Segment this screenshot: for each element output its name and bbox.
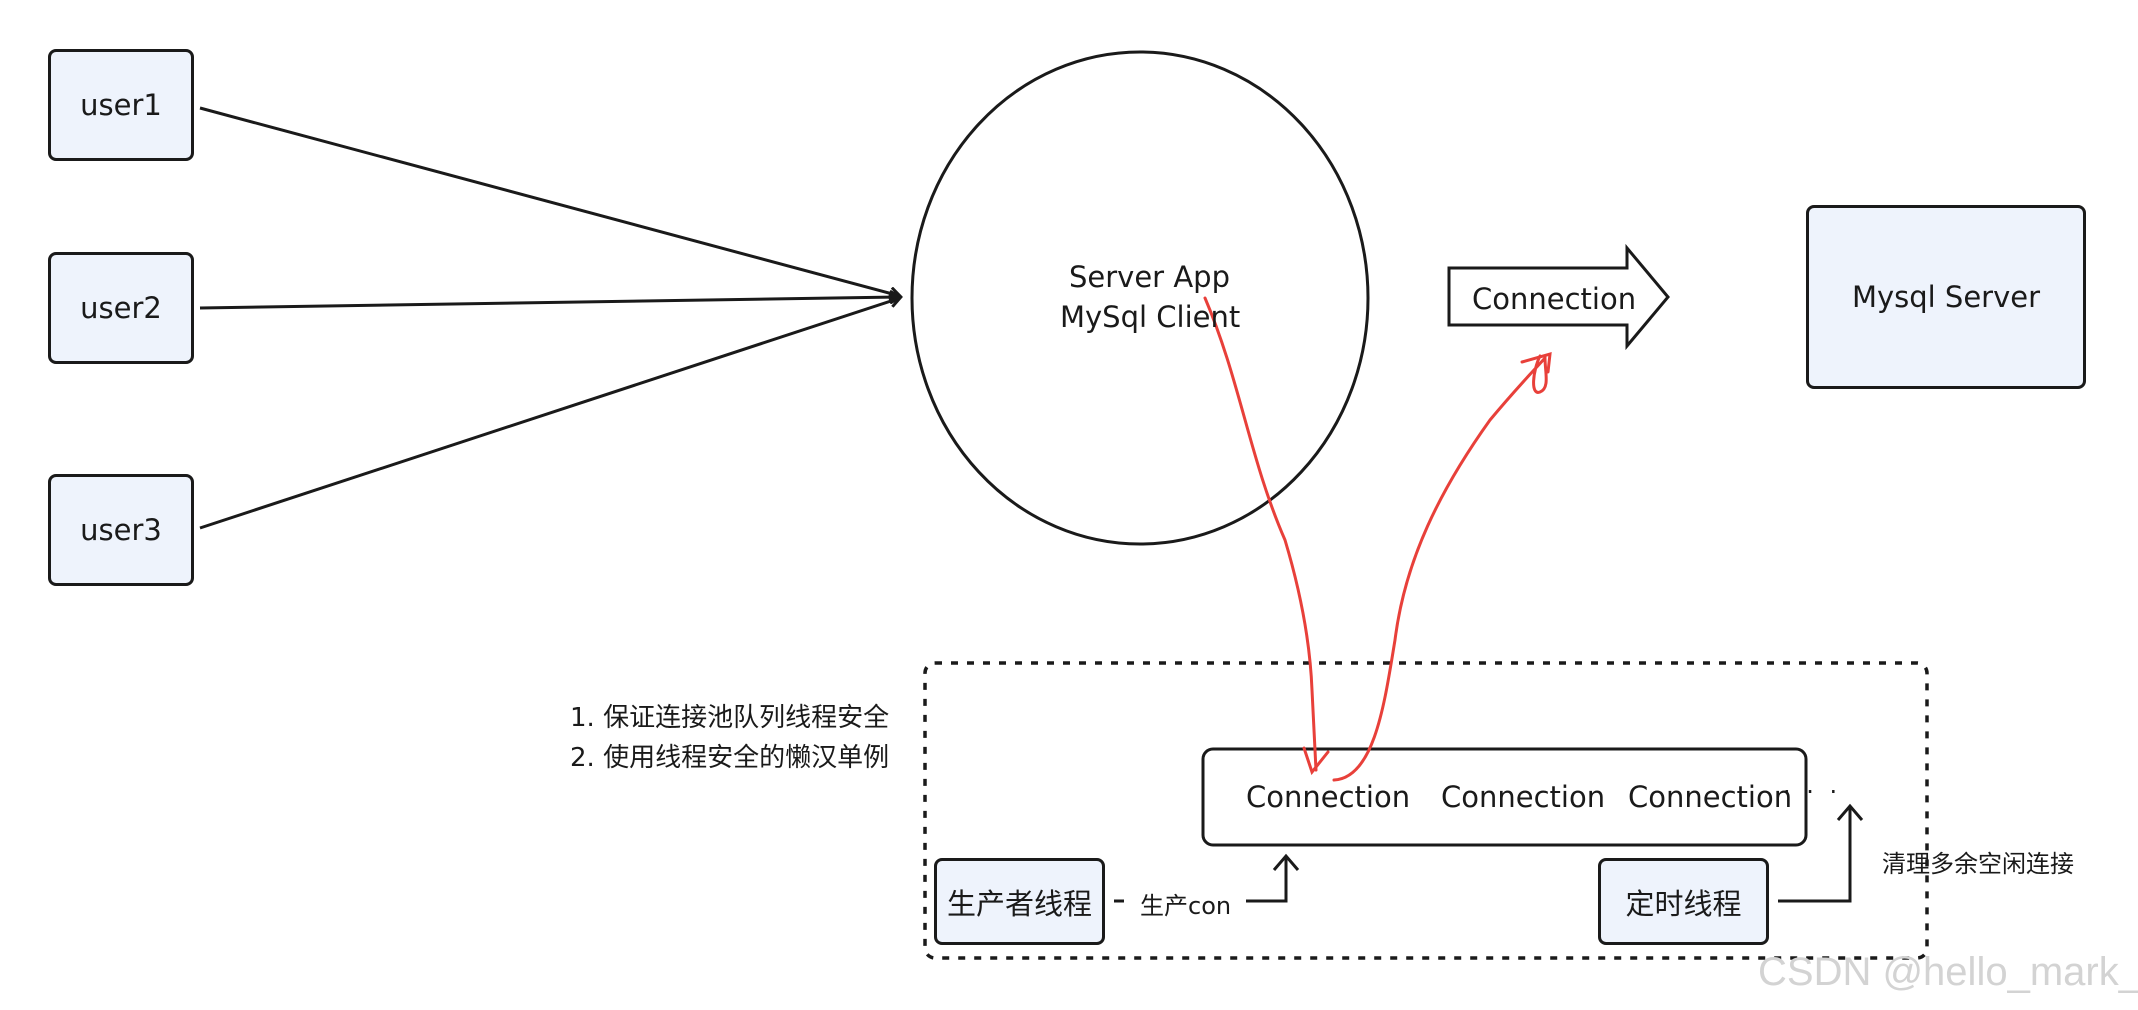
user1-box: user1 (48, 49, 194, 161)
mysql-client-label: MySql Client (1060, 300, 1241, 334)
red-return-connection-arrow (1332, 354, 1548, 782)
mysql-server-box: Mysql Server (1806, 205, 2086, 389)
red-get-connection-arrow (1203, 296, 1318, 772)
csdn-watermark: CSDN @hello_mark_ (1758, 950, 2138, 994)
server-app-circle (910, 50, 1370, 546)
user3-label: user3 (80, 513, 162, 547)
timer-arrowhead (1836, 803, 1864, 821)
red-return-connection-arrowhead (1520, 351, 1552, 374)
mysql-server-label: Mysql Server (1851, 280, 2041, 314)
timer-arrow (1778, 808, 1852, 903)
queue-connection-3: Connection (1628, 780, 1793, 814)
pool-dashed-frame (923, 661, 1929, 960)
user2-label: user2 (80, 291, 162, 325)
note-line-1: 1. 保证连接池队列线程安全 (570, 703, 890, 733)
queue-connection-1: Connection (1246, 780, 1411, 814)
red-get-connection-arrowhead (1302, 746, 1330, 776)
queue-connection-2: Connection (1441, 780, 1606, 814)
user3-box: user3 (48, 474, 194, 586)
user1-label: user1 (80, 88, 162, 122)
user2-to-server-arrow (199, 297, 900, 310)
producer-arrowhead (1272, 853, 1300, 871)
produce-con-label: 生产con (1140, 892, 1232, 920)
user1-to-server-arrow (199, 106, 900, 296)
user3-to-server-arrow (199, 298, 900, 530)
producer-thread-label: 生产者线程 (946, 886, 1092, 921)
connection-arrow-label: Connection (1472, 282, 1637, 316)
connection-block-arrow (1447, 243, 1670, 351)
timer-thread-box: 定时线程 (1598, 858, 1769, 945)
server-app-label: Server App (1069, 260, 1230, 294)
cleanup-label: 清理多余空闲连接 (1882, 850, 2074, 878)
producer-thread-box: 生产者线程 (934, 858, 1105, 945)
note-line-2: 2. 使用线程安全的懒汉单例 (570, 743, 890, 773)
timer-thread-label: 定时线程 (1625, 886, 1742, 921)
user2-box: user2 (48, 252, 194, 364)
queue-ellipsis: · · · (1783, 778, 1842, 806)
producer-arrow (1246, 858, 1288, 903)
